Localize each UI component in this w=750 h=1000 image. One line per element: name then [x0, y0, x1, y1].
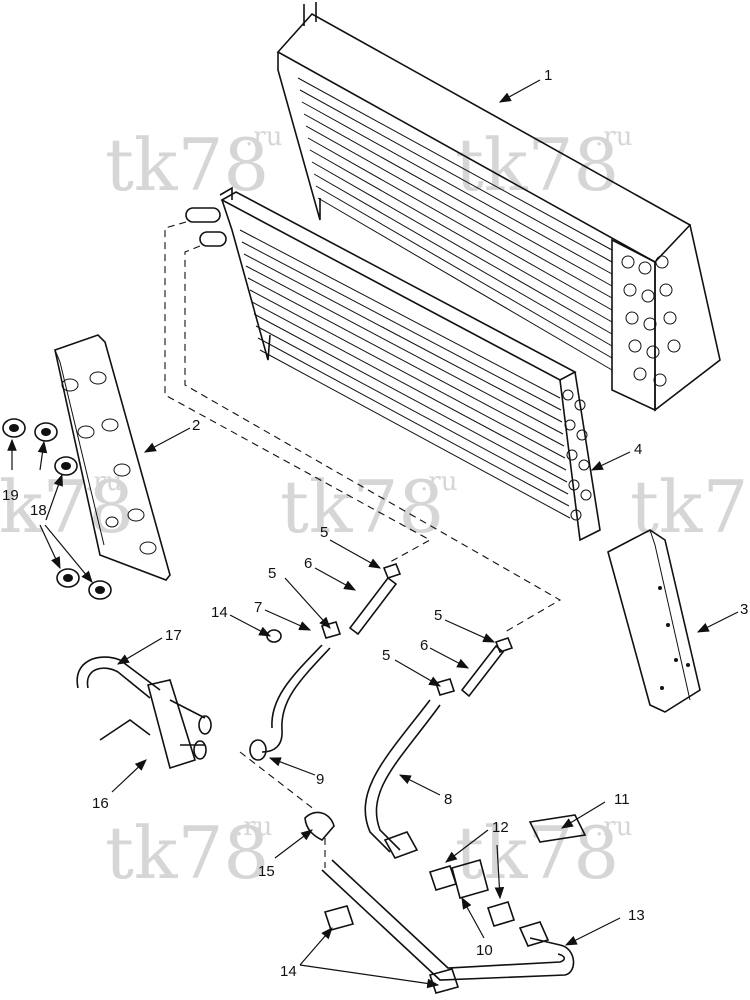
part-7-tube [249, 629, 331, 761]
callout-7: 7 [254, 599, 262, 616]
callout-19: 19 [2, 487, 19, 504]
callout-5: 5 [382, 647, 390, 664]
callout-2: 2 [192, 417, 200, 434]
callout-14: 14 [211, 604, 228, 621]
callout-4: 4 [634, 441, 642, 458]
dashed-routing-lines [164, 221, 562, 868]
watermark-text: tk78 [455, 811, 619, 895]
part-13-tube [321, 859, 575, 994]
callout-6: 6 [420, 637, 428, 654]
callout-17: 17 [165, 627, 182, 644]
callout-10: 10 [476, 942, 493, 959]
callout-16: 16 [92, 795, 109, 812]
watermark-suffix: .ru [595, 122, 632, 152]
part-4-front-coil [185, 186, 601, 542]
callout-18: 18 [30, 502, 47, 519]
part-2-left-plate [54, 334, 171, 581]
watermark-text: tk78 [280, 465, 444, 549]
callout-15: 15 [258, 863, 275, 880]
watermark-suffix: .ru [420, 467, 457, 497]
callout-11: 11 [614, 791, 630, 808]
callout-13: 13 [628, 907, 645, 924]
watermark-suffix: .ru [235, 812, 272, 842]
callout-5: 5 [268, 565, 276, 582]
watermark-text: tk78 [105, 811, 269, 895]
part-16-17-manifold [76, 656, 212, 770]
watermark-suffix: .ru [245, 122, 282, 152]
part-15-elbow [304, 811, 335, 841]
watermark-text: tk78 [0, 465, 134, 549]
callout-6: 6 [304, 555, 312, 572]
part-8-tube [364, 699, 441, 859]
watermark-suffix: .ru [595, 812, 632, 842]
part-1-rear-coil [276, 2, 721, 412]
part-10-12-valve [428, 814, 587, 927]
callout-12: 12 [492, 819, 509, 836]
leader-lines [7, 79, 739, 989]
watermark-group: tk78 .ru tk78 .ru tk78 .ru tk78 .ru tk78… [0, 122, 750, 895]
callout-14: 14 [280, 963, 297, 980]
callout-8: 8 [444, 791, 452, 808]
part-3-right-bracket [607, 529, 701, 713]
callout-9: 9 [316, 771, 324, 788]
callout-5: 5 [320, 524, 328, 541]
callout-3: 3 [740, 601, 748, 618]
watermark-text: tk78 [630, 465, 750, 549]
callout-labels: 1 2 3 4 5 5 5 5 6 6 7 8 9 10 11 12 13 14… [2, 67, 748, 980]
callout-5: 5 [434, 607, 442, 624]
callout-1: 1 [544, 67, 552, 84]
hoses-and-clamps [320, 563, 514, 698]
watermark-suffix: .ru [85, 467, 122, 497]
watermark-text: tk78 [105, 123, 269, 207]
